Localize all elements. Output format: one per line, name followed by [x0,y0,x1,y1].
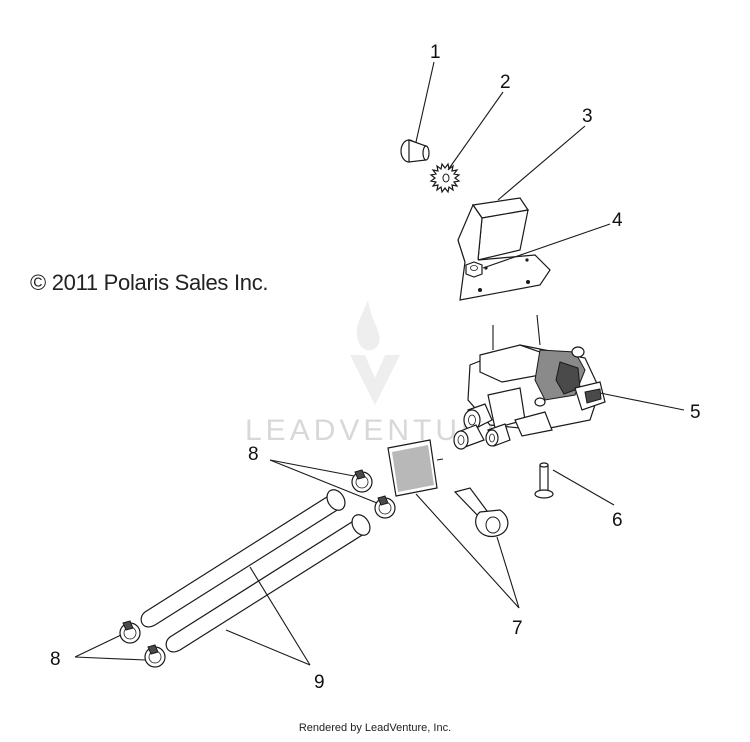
leadventure-logo-icon [350,300,400,405]
callout-6: 6 [612,510,623,531]
callout-8-lower: 8 [50,649,61,670]
callout-5: 5 [690,402,701,423]
part-7-pad-and-tie [387,439,509,538]
leader-lines [74,61,685,666]
part-2-star-washer [429,162,461,194]
part-5-valve-assembly [453,344,606,450]
callout-3: 3 [582,106,593,127]
part-8-clamp-top-right [374,495,396,519]
callout-4: 4 [612,210,623,231]
callout-numbers: 1 2 3 4 5 6 7 8 8 9 [50,42,701,693]
callout-2: 2 [500,72,511,93]
part-4-nut [465,261,483,278]
callout-7: 7 [512,618,523,639]
callout-1: 1 [430,42,441,63]
part-8-clamp-bottom-right [144,644,166,668]
part-3-bracket [457,197,551,301]
part-6-bolt [534,462,554,499]
part-8-clamp-top-left [351,469,373,493]
render-credit: Rendered by LeadVenture, Inc. [298,722,452,734]
copyright-notice: © 2011 Polaris Sales Inc. [30,270,269,295]
callout-9: 9 [314,672,325,693]
part-1-bolt [400,139,430,163]
part-8-clamp-bottom-left [119,620,141,644]
callout-8-upper: 8 [248,444,259,465]
part-9-hose-lower [165,514,371,653]
part-9-hose-upper [140,489,346,628]
